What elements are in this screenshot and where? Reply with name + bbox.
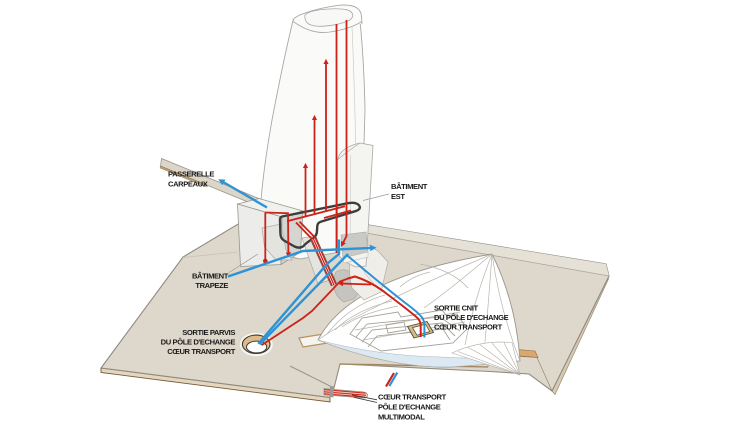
svg-text:DU PÔLE D'ECHANGE: DU PÔLE D'ECHANGE: [161, 338, 236, 347]
svg-text:BÂTIMENT: BÂTIMENT: [192, 272, 229, 281]
svg-text:MULTIMODAL: MULTIMODAL: [378, 413, 425, 422]
svg-text:PASSERELLE: PASSERELLE: [168, 170, 214, 179]
svg-text:CARPEAUX: CARPEAUX: [168, 180, 208, 189]
svg-text:CŒUR TRANSPORT: CŒUR TRANSPORT: [167, 347, 236, 356]
svg-text:SORTIE PARVIS: SORTIE PARVIS: [182, 328, 235, 337]
svg-text:SORTIE CNIT: SORTIE CNIT: [434, 304, 478, 313]
svg-text:CŒUR TRANSPORT: CŒUR TRANSPORT: [434, 323, 503, 332]
svg-text:DU PÔLE D'ECHANGE: DU PÔLE D'ECHANGE: [434, 313, 509, 322]
svg-text:TRAPEZE: TRAPEZE: [195, 281, 228, 290]
svg-text:EST: EST: [391, 192, 405, 201]
svg-text:PÔLE D'ECHANGE: PÔLE D'ECHANGE: [378, 403, 441, 412]
svg-text:BÂTIMENT: BÂTIMENT: [391, 182, 428, 191]
svg-text:CŒUR TRANSPORT: CŒUR TRANSPORT: [378, 393, 447, 402]
